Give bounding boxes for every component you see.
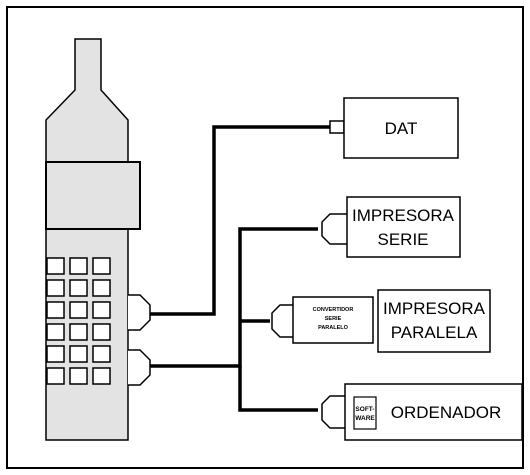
keypad-key — [47, 368, 64, 384]
dat-label: DAT — [385, 119, 418, 138]
software-label-line1: SOFT- — [355, 406, 374, 413]
keypad-key — [93, 368, 110, 384]
parallel-printer-label-line1: IMPRESORA — [383, 299, 486, 318]
keypad-key — [70, 346, 87, 362]
keypad-key — [93, 258, 110, 274]
keypad-key — [47, 280, 64, 296]
keypad-key — [47, 324, 64, 340]
sound-level-meter — [46, 39, 140, 440]
keypad-key — [70, 368, 87, 384]
keypad-key — [93, 346, 110, 362]
keypad-key — [93, 280, 110, 296]
converter-label-line2: SERIE — [325, 316, 342, 322]
software-label-line2: WARE — [355, 415, 375, 422]
serial-printer-unit: IMPRESORA SERIE — [322, 197, 460, 257]
dat-connector — [330, 121, 344, 133]
keypad-key — [93, 302, 110, 318]
keypad-key — [47, 346, 64, 362]
keypad-key — [93, 324, 110, 340]
connector-upper — [128, 295, 150, 330]
converter-connector — [272, 305, 293, 337]
meter-display — [46, 162, 140, 229]
converter-label-line3: PARALELO — [318, 325, 349, 331]
keypad-key — [70, 302, 87, 318]
connector-lower — [128, 350, 150, 385]
keypad-key — [70, 324, 87, 340]
device-connectors — [128, 295, 150, 385]
computer-connector — [322, 396, 345, 428]
cable-to-computer — [240, 366, 318, 410]
cables — [150, 127, 330, 410]
dat-unit: DAT — [330, 98, 458, 158]
serial-printer-label-line2: SERIE — [377, 230, 428, 249]
keypad-key — [70, 258, 87, 274]
keypad-key — [70, 280, 87, 296]
parallel-printer-label-line2: PARALELA — [391, 323, 478, 342]
parallel-printer-unit: CONVERTIDOR SERIE PARALELO IMPRESORA PAR… — [272, 290, 490, 352]
serial-printer-connector — [322, 214, 347, 244]
serial-printer-label-line1: IMPRESORA — [352, 206, 455, 225]
computer-unit: SOFT- WARE ORDENADOR — [322, 384, 522, 440]
keypad-key — [47, 258, 64, 274]
computer-label: ORDENADOR — [391, 403, 502, 422]
keypad-key — [47, 302, 64, 318]
converter-label-line1: CONVERTIDOR — [313, 307, 354, 313]
software-box — [354, 397, 376, 429]
